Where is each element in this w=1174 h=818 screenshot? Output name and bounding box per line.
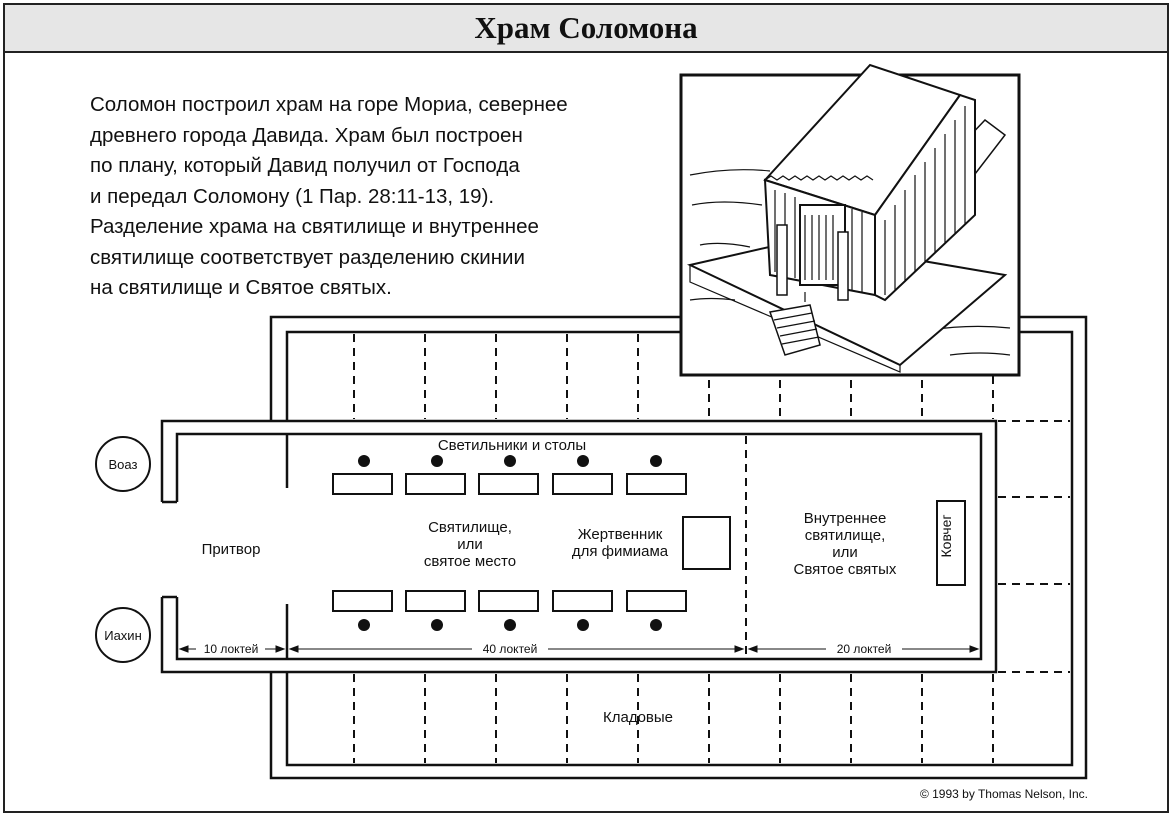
lampstand bbox=[650, 455, 662, 467]
lampstand bbox=[577, 455, 589, 467]
top-tables bbox=[332, 473, 687, 495]
intro-line: на святилище и Святое святых. bbox=[90, 276, 392, 299]
intro-line: по плану, который Давид получил от Госпо… bbox=[90, 154, 520, 177]
altar-label-line: для фимиама bbox=[572, 543, 669, 560]
inner-sanctuary-dimension: 20 локтей bbox=[837, 642, 892, 656]
inner-sanctuary-label-line: святилище, bbox=[805, 527, 886, 544]
lampstand bbox=[358, 619, 370, 631]
intro-line: и передал Соломону (1 Пар. 28:11-13, 19)… bbox=[90, 184, 495, 208]
lampstand bbox=[431, 619, 443, 631]
table bbox=[626, 590, 687, 612]
lampstand bbox=[504, 455, 516, 467]
dimension-lines bbox=[178, 645, 980, 653]
page-title: Храм Соломона bbox=[474, 10, 698, 45]
storeroom-dividers bbox=[353, 334, 1070, 763]
top-lampstands bbox=[358, 455, 662, 467]
holy-place-dimension: 40 локтей bbox=[483, 642, 538, 656]
porch-label: Притвор bbox=[202, 541, 261, 558]
intro-line: древнего города Давида. Храм был построе… bbox=[90, 123, 523, 147]
pillar-jachin bbox=[95, 607, 151, 663]
holy-place-label-line: Святилище, bbox=[428, 519, 512, 536]
copyright: © 1993 by Thomas Nelson, Inc. bbox=[919, 787, 1088, 801]
altar-label-line: Жертвенник bbox=[578, 526, 663, 543]
table bbox=[552, 473, 613, 495]
intro-line: Соломон построил храм на горе Мориа, сев… bbox=[90, 93, 568, 116]
lamps-tables-label: Светильники и столы bbox=[438, 437, 586, 454]
storerooms-label: Кладовые bbox=[603, 709, 673, 726]
bottom-tables bbox=[332, 590, 687, 612]
ark-label: Ковчег bbox=[938, 515, 954, 558]
table bbox=[405, 473, 466, 495]
inner-sanctuary-label-line: или bbox=[832, 544, 858, 561]
inner-sanctuary-label-line: Святое святых bbox=[794, 561, 897, 578]
intro-line: Разделение храма на святилище и внутренн… bbox=[90, 215, 539, 238]
holy-place-label-line: или bbox=[457, 536, 483, 553]
porch-opening bbox=[158, 502, 182, 597]
bottom-lampstands bbox=[358, 619, 662, 631]
pillar-boaz bbox=[95, 436, 151, 492]
table bbox=[405, 590, 466, 612]
lampstand bbox=[504, 619, 516, 631]
table bbox=[332, 590, 393, 612]
table bbox=[552, 590, 613, 612]
table bbox=[626, 473, 687, 495]
lampstand bbox=[358, 455, 370, 467]
lampstand bbox=[650, 619, 662, 631]
intro-line: святилище соответствует разделению скини… bbox=[90, 245, 525, 269]
ark-box bbox=[936, 500, 966, 586]
jachin-label: Иахин bbox=[104, 628, 142, 643]
incense-altar bbox=[682, 516, 731, 570]
inner-sanctuary-label-line: Внутреннее bbox=[804, 510, 887, 527]
porch-dimension: 10 локтей bbox=[204, 642, 259, 656]
temple-illustration bbox=[679, 63, 1021, 377]
title-bar: Храм Соломона bbox=[3, 3, 1169, 53]
table bbox=[332, 473, 393, 495]
table bbox=[478, 590, 539, 612]
holy-place-label-line: святое место bbox=[424, 553, 516, 570]
lampstand bbox=[431, 455, 443, 467]
boaz-label: Воаз bbox=[109, 457, 138, 472]
lampstand bbox=[577, 619, 589, 631]
intro-text: Соломон построил храм на горе Мориа, сев… bbox=[90, 90, 650, 304]
table bbox=[478, 473, 539, 495]
